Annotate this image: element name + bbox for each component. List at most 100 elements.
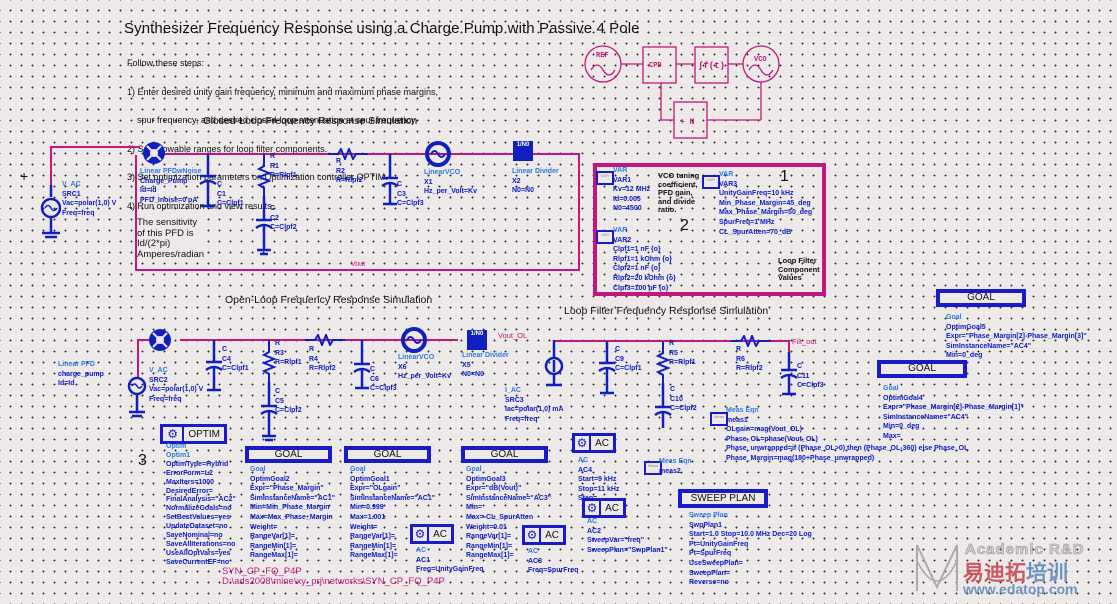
instruction-line: spur frequency, and desired closed-loop … xyxy=(127,115,418,125)
wire xyxy=(50,146,52,190)
capacitor-c4-icon[interactable] xyxy=(204,340,224,400)
wire xyxy=(50,146,140,148)
section-title-closed-loop: Closed-Loop Frequency Response Simulatio… xyxy=(203,115,418,127)
capacitor-c3-icon[interactable] xyxy=(380,154,400,214)
design-path: D:\ads2008\mine\xy_prj\networks\SYN_CP_F… xyxy=(222,576,445,587)
sweep-plan-box[interactable]: SWEEP PLAN xyxy=(678,489,768,508)
vco-label: VCO xyxy=(754,56,767,64)
divider-label: ÷ N xyxy=(680,118,695,127)
meas-eqn-icon[interactable]: Meas xyxy=(644,461,662,475)
var-icon[interactable]: VAR xyxy=(702,175,720,189)
capacitor-c6-icon[interactable] xyxy=(352,340,372,395)
step-number-2: 2 xyxy=(680,217,689,234)
wire xyxy=(137,339,157,341)
goal-box[interactable]: GOAL xyxy=(245,446,332,463)
ac-gear-icon: ⚙ xyxy=(585,501,602,515)
filter-block xyxy=(694,46,729,84)
resistor-r6-icon[interactable] xyxy=(731,335,771,347)
capacitor-c1-icon[interactable] xyxy=(198,154,218,214)
r1-label: R R1 R=Rlpf1 xyxy=(270,153,297,180)
ac-gear-icon: ⚙ xyxy=(575,436,592,450)
vout-net-label: Vout xyxy=(351,261,366,268)
capacitor-c10-icon[interactable] xyxy=(653,383,673,428)
r2-label: R R2 R=Rlpf2 xyxy=(336,158,363,185)
ac-gear-icon: ⚙ xyxy=(413,527,430,541)
ac-controller[interactable]: ⚙AC xyxy=(410,524,454,544)
capacitor-c9-icon[interactable] xyxy=(597,341,617,401)
instruction-line: Follow these steps: xyxy=(127,58,205,68)
instruction-line: 1) Enter desired unity gain frequency, m… xyxy=(127,86,438,97)
ac-controller[interactable]: ⚙AC xyxy=(572,433,616,453)
capacitor-c2-icon[interactable] xyxy=(254,196,274,258)
goal5-params: Goal OptimGoal5 Expr="Phase_Margin[2]-Ph… xyxy=(946,314,1087,360)
ac-gear-icon: ⚙ xyxy=(525,528,542,542)
optim-controller[interactable]: ⚙OPTIM xyxy=(160,424,227,444)
var2-block: VAR VAR2 Clpf1=1 nF {o} Rlpf1=1 kOhm {o}… xyxy=(613,227,676,292)
c1-label: C C1 C=Clpf1 xyxy=(217,181,244,208)
vco-source-icon xyxy=(742,45,780,83)
src2-label: V_AC SRC2 Vac=polar(1,0) V Freq=freq xyxy=(149,367,204,403)
linear-vco-x6-icon[interactable] xyxy=(394,325,434,355)
wire xyxy=(578,153,580,271)
vco-x1-label: LinearVCO X1 Hz_per_Volt=Kv xyxy=(424,169,477,196)
c4-label: C C4 C=Clpf1 xyxy=(222,346,249,373)
goal-box[interactable]: GOAL xyxy=(877,360,967,378)
pfd-charge-pump-icon[interactable] xyxy=(134,138,174,168)
c3-label: C C3 C=Clpf3 xyxy=(397,181,424,208)
variables-frame xyxy=(593,163,826,296)
goal-box[interactable]: GOAL xyxy=(936,289,1026,307)
ref-label: REF xyxy=(596,52,609,60)
pfd-label: Linear PFDwNoise Charge_Pump Id=Id PFD_I… xyxy=(140,168,202,204)
var1-note: VCO tuning coefficient, PFD gain, and di… xyxy=(658,171,700,214)
meas1-block: Meas Eqn meas1 OLgain=mag(Vout_OL) Phase… xyxy=(726,407,969,462)
pfd-charge-pump-icon[interactable] xyxy=(140,326,180,354)
var3-block: VAR VAR3 UnityGainFreq=10 kHz Min_Phase_… xyxy=(719,171,813,236)
meas-eqn-icon[interactable]: Meas xyxy=(710,412,728,426)
wire xyxy=(135,155,137,270)
ac-voltage-source-icon xyxy=(127,376,147,418)
watermark-cn: 易迪拓培训 xyxy=(963,562,1068,585)
ac-controller[interactable]: ⚙AC xyxy=(582,498,626,518)
c6-label: C C6 C=Clpf3 xyxy=(370,366,397,393)
resistor-r1-icon[interactable] xyxy=(256,154,272,196)
goal1-params: Goal OptimGoal1 Expr="OLgain" SimInstanc… xyxy=(350,466,436,560)
watermark: Academic R&D 易迪拓培训 www.edatop.com xyxy=(913,541,1113,601)
linear-pfd-note: Linear PFD charge_pump Id=Id xyxy=(58,361,104,388)
resistor-r3-icon[interactable] xyxy=(261,340,277,382)
cpd-label: CPD xyxy=(649,62,662,70)
goal-box[interactable]: GOAL xyxy=(461,446,548,463)
wire-vout xyxy=(135,269,580,271)
linear-divider-x2-icon[interactable]: 1/N0 xyxy=(513,141,533,161)
r6-label: R R6 R=Rlpf2 xyxy=(736,346,763,373)
section-title-loop-filter: Loop Filter Frequency Response Simulatio… xyxy=(564,305,769,317)
wire xyxy=(553,340,790,342)
section-title-open-loop: Open-Loop Frequency Response Simulation xyxy=(225,294,433,306)
resistor-r5-icon[interactable] xyxy=(655,341,671,383)
var1-block: VAR VAR1 Kv=12 MHz Id=0.005 N0=4500 xyxy=(613,167,651,213)
capacitor-c5-icon[interactable] xyxy=(259,382,279,444)
optim-params: Optim Optim1 OptimType=Hybrid ErrorForm=… xyxy=(166,443,236,566)
var-icon[interactable]: VAR xyxy=(596,171,614,185)
cpd-block xyxy=(642,46,677,84)
optim-gear-icon: ⚙ xyxy=(163,427,185,441)
ac4-params: AC AC4 Start=9 kHz Stop=11 kHz Step= xyxy=(578,457,620,502)
watermark-logo-icon xyxy=(916,544,958,591)
linear-divider-x5-icon[interactable]: 1/N0 xyxy=(467,330,487,350)
watermark-en: Academic R&D xyxy=(965,541,1085,559)
r5-label: R R5 R=Rlpf1 xyxy=(669,340,696,367)
ac-controller[interactable]: ⚙AC xyxy=(522,525,566,545)
goal-box[interactable]: GOAL xyxy=(344,446,431,463)
goal2-params: Goal OptimGoal2 Expr="Phase_Margin" SimI… xyxy=(250,466,336,560)
resistor-r4-icon[interactable] xyxy=(305,334,345,346)
var-icon[interactable]: VAR xyxy=(596,230,614,244)
step-number-1: 1 xyxy=(780,168,789,185)
pfd-sensitivity-note: The sensitivity of this PFD is Id/(2*pi)… xyxy=(137,217,205,260)
ac3-params: AC AC3 Freq=SpurFreq xyxy=(528,548,579,575)
linear-vco-x1-icon[interactable] xyxy=(418,139,458,169)
src3-label: I_AC SRC3 Iac=polar(1,0) mA Freq=freq xyxy=(505,387,564,423)
capacitor-c11-icon[interactable] xyxy=(779,352,799,400)
meas2-block: Meas Eqn meas2 xyxy=(659,458,692,475)
divider-x2-label: Linear Divider X2 N0=N0 xyxy=(512,168,559,195)
r4-label: R R4 R=Rlpf2 xyxy=(309,346,336,373)
resistor-r2-icon[interactable] xyxy=(328,148,368,160)
